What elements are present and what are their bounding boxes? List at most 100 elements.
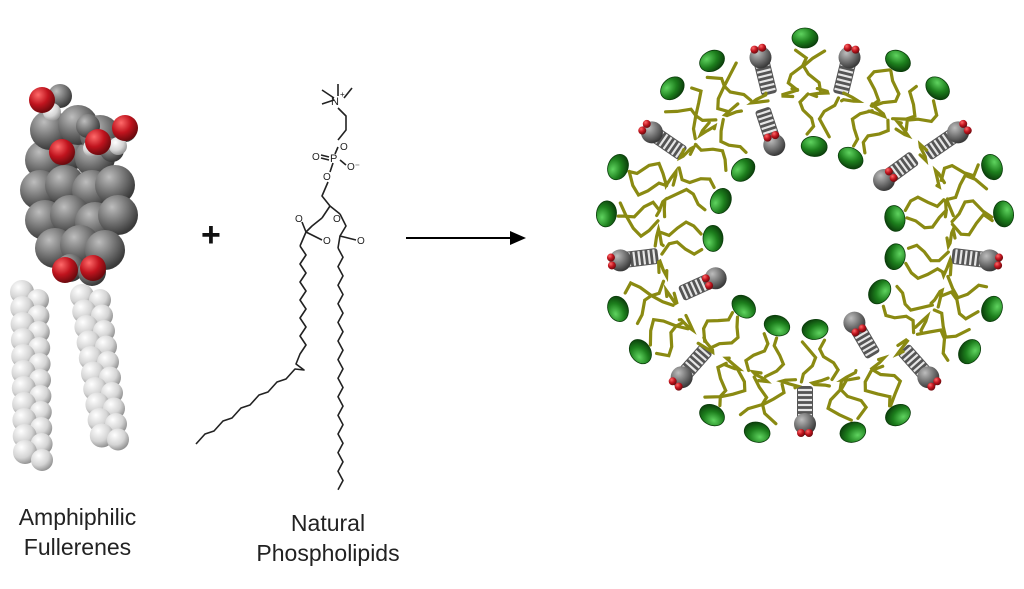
outer-lipid-head [699, 403, 725, 427]
outer-lipid-tail [939, 290, 980, 321]
inner-lipid-tail [701, 311, 735, 343]
phosphate-bonds [320, 146, 347, 173]
carbonyl-oxygen-1: O [323, 236, 331, 247]
bilayer-tail-fill [781, 87, 799, 99]
fullerene-cage-atom [98, 195, 138, 235]
hydrogen-atom [109, 137, 127, 155]
outer-lipid-head [607, 154, 629, 181]
fullerene-oxygen [758, 43, 767, 52]
outer-lipid-tail [738, 375, 769, 417]
outer-lipid-tail [946, 173, 989, 201]
outer-lipid-tail [950, 199, 994, 224]
outer-lipid-tail [623, 279, 666, 298]
fullerene-oxygen [851, 328, 860, 337]
outer-lipid-head [743, 421, 771, 443]
stearoyl-tail [337, 247, 344, 491]
outer-lipid-head [596, 200, 617, 228]
outer-fullerene [923, 119, 972, 160]
outer-lipid-head [993, 200, 1014, 228]
inner-lipid-tail [817, 338, 840, 382]
outer-fullerene [668, 344, 712, 391]
reaction-arrow [406, 231, 526, 245]
oxygen-atom [29, 87, 55, 113]
outer-lipid-tail [839, 378, 869, 420]
fullerene-oxygen [959, 119, 968, 128]
fullerene-oxygen [884, 167, 893, 176]
bilayer-tail-fill [836, 369, 861, 383]
amphiphilic-fullerene-model [10, 84, 138, 471]
carbonyl-oxygen-2: O [357, 236, 365, 247]
fullerene-oxygen [705, 281, 714, 290]
ammonium-methyl-bonds [321, 84, 353, 105]
inner-lipid-tail [906, 243, 950, 263]
outer-fullerene [606, 248, 659, 272]
inner-lipid-tail [660, 240, 704, 256]
inner-lipid-head [884, 205, 906, 232]
ester-oxygen-2: O [323, 172, 331, 183]
bilayer-tail-fill [748, 369, 772, 384]
outer-lipid-tail [871, 368, 903, 407]
inner-lipid-tail [850, 109, 874, 148]
fullerene-oxygen [933, 377, 942, 386]
outer-lipid-head [885, 403, 911, 427]
plus-sign: + [201, 216, 221, 254]
outer-fullerene [833, 43, 861, 96]
fullerene-oxygen [642, 119, 651, 128]
sn1-oxygen: O [295, 214, 303, 225]
outer-lipid-tail [915, 328, 950, 362]
bilayer-tail-fill [776, 378, 803, 390]
inner-lipid-head [709, 188, 732, 214]
bilayer-tail-fill [945, 224, 957, 251]
inner-lipid-head [800, 136, 828, 157]
outer-lipid-tail [932, 308, 971, 339]
fullerene-oxygen [805, 429, 813, 437]
fullerene-oxygen [771, 131, 780, 140]
outer-lipid-tail [616, 214, 660, 239]
oxygen-atom [80, 255, 106, 281]
outer-lipid-tail [705, 75, 730, 114]
glycerol-backbone [321, 181, 341, 219]
inner-lipid-head [801, 319, 829, 340]
bilayer-tail-fill [869, 354, 890, 372]
fullerene-oxygen [750, 45, 759, 54]
outer-lipid-head [981, 154, 1003, 181]
bilayer-tail-fill [932, 165, 946, 190]
fullerene-oxygen [607, 261, 616, 270]
outer-lipid-tail [627, 169, 669, 198]
outer-lipid-tail [635, 293, 675, 325]
inner-lipid-tail [693, 142, 728, 172]
inner-fullerene [755, 107, 786, 156]
choline-chain [337, 107, 347, 141]
fullerene-oxygen [701, 274, 710, 283]
outer-lipid-head [839, 421, 867, 443]
inner-lipid-tail [905, 208, 948, 230]
outer-lipid-tail [891, 84, 918, 121]
inner-lipid-head [884, 243, 906, 270]
inner-lipid-tail [659, 220, 703, 238]
inner-lipid-tail [881, 304, 916, 335]
outer-lipid-tail [946, 274, 989, 300]
inner-fullerene [873, 152, 919, 192]
fullerene-oxygen [638, 126, 647, 135]
outer-fullerene [749, 43, 777, 96]
outer-lipid-tail [866, 68, 891, 108]
inner-lipid-tail [664, 187, 707, 212]
bilayer-tail-fill [722, 356, 745, 372]
fullerene-oxygen [797, 429, 805, 437]
bilayer-tail-fill [655, 196, 667, 219]
sn2-oxygen: O [333, 214, 341, 225]
oxygen-atom [85, 129, 111, 155]
inner-lipid-head [763, 314, 791, 337]
phosphorus-atom: P [330, 153, 337, 165]
bilayer-tail-fill [656, 258, 669, 283]
bilayer-tail-fill [941, 254, 953, 280]
fullerene-caption: Amphiphilic Fullerenes [0, 502, 155, 562]
outer-lipid-tail [950, 212, 994, 237]
phospholipid-caption-line1: Natural [290, 510, 366, 536]
inner-lipid-tail [798, 92, 816, 136]
bilayer-tail-fill [929, 287, 945, 309]
oxygen-atom [52, 257, 78, 283]
outer-lipid-tail [722, 61, 753, 102]
outer-fullerene [638, 119, 687, 160]
outer-lipid-tail [826, 379, 853, 422]
